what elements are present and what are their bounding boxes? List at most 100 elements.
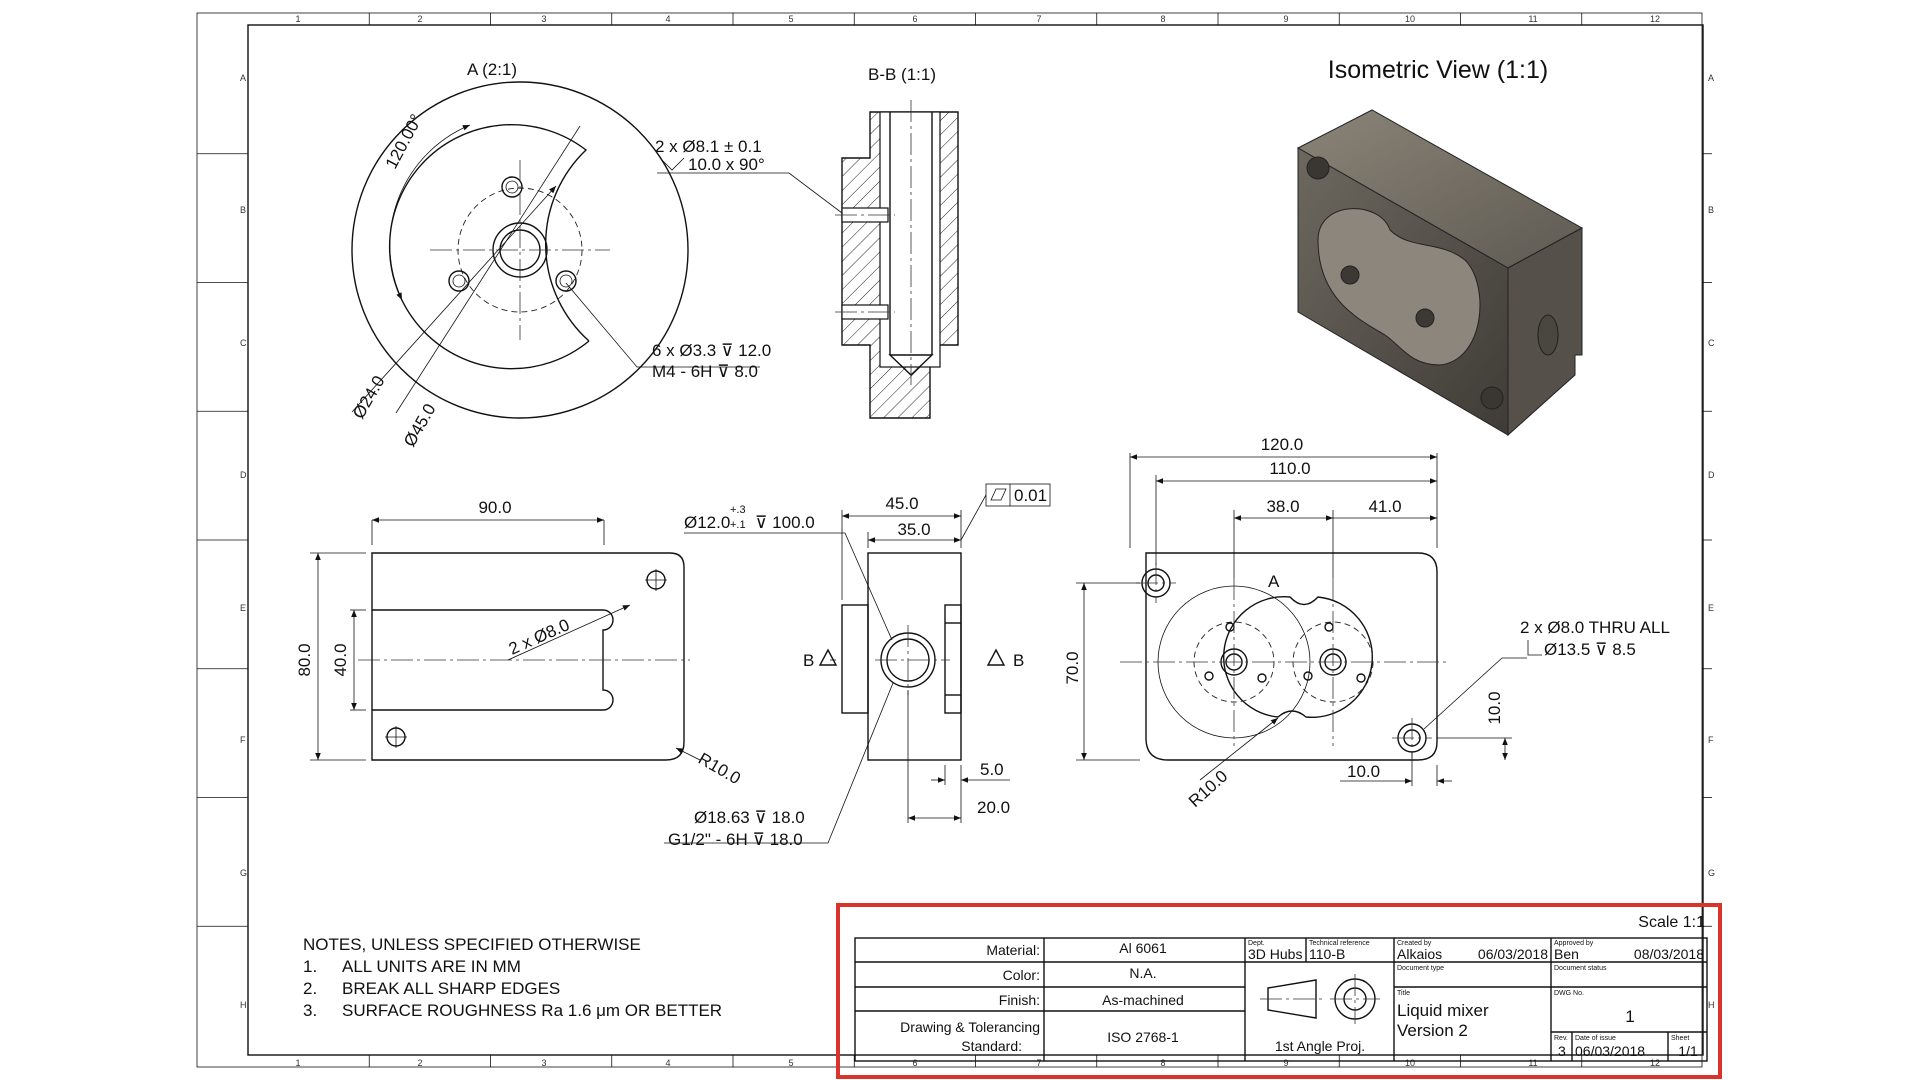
isometric-view: Isometric View (1:1) bbox=[1296, 56, 1584, 437]
side-body bbox=[867, 552, 962, 761]
col-ref-bottom-12: 12 bbox=[1650, 1058, 1660, 1068]
col-ref-bottom-3: 3 bbox=[541, 1058, 546, 1068]
top-dim-10-horizontal-label: 10.0 bbox=[1347, 762, 1380, 781]
detail-a-hole-1-tap bbox=[505, 180, 519, 194]
row-ref-right-f: F bbox=[1708, 735, 1714, 745]
dwg-label: DWG No. bbox=[1554, 990, 1584, 997]
front-slot-label: 2 x Ø8.0 bbox=[506, 615, 572, 658]
side-section-mark-left: B bbox=[803, 651, 814, 670]
col-ref-bottom-4: 4 bbox=[665, 1058, 670, 1068]
top-boss-contour bbox=[1223, 596, 1373, 718]
col-ref-top-9: 9 bbox=[1283, 14, 1288, 24]
side-width-inner-label: 35.0 bbox=[897, 520, 930, 539]
col-ref-top-8: 8 bbox=[1160, 14, 1165, 24]
section-bb-counterbore-line-2: 10.0 x 90° bbox=[688, 155, 765, 174]
created-label: Created by bbox=[1397, 940, 1432, 947]
doctype-label: Document type bbox=[1397, 965, 1444, 972]
detail-a-holes-line-2: M4 - 6H ⊽ 8.0 bbox=[652, 362, 758, 381]
col-ref-bottom-7: 7 bbox=[1036, 1058, 1041, 1068]
section-bb-title: B-B (1:1) bbox=[868, 65, 936, 84]
col-ref-bottom-2: 2 bbox=[417, 1058, 422, 1068]
side-flatness-value: 0.01 bbox=[1014, 486, 1047, 505]
top-dim-10-vertical-label: 10.0 bbox=[1485, 691, 1504, 724]
detail-a-title: A (2:1) bbox=[467, 60, 517, 79]
dept-label: Dept. bbox=[1248, 940, 1265, 947]
col-ref-top-7: 7 bbox=[1036, 14, 1041, 24]
top-detail-label: A bbox=[1268, 572, 1280, 591]
techref-label: Technical reference bbox=[1309, 940, 1370, 947]
row-ref-left-h: H bbox=[240, 1000, 247, 1010]
front-inner-height-label: 40.0 bbox=[331, 643, 350, 676]
techref-value: 110-B bbox=[1309, 946, 1345, 962]
created-date-value: 06/03/2018 bbox=[1478, 946, 1548, 962]
issue-label: Date of issue bbox=[1575, 1035, 1616, 1042]
created-by-value: Alkaios bbox=[1397, 946, 1442, 962]
finish-value: As-machined bbox=[1102, 992, 1184, 1008]
standard-value: ISO 2768-1 bbox=[1107, 1029, 1179, 1045]
scale-label: Scale 1:1 bbox=[1638, 914, 1705, 931]
row-ref-right-h: H bbox=[1708, 1000, 1715, 1010]
approved-by-value: Ben bbox=[1554, 946, 1579, 962]
front-view: 90.0 80.0 40.0 2 x Ø8.0 R10.0 bbox=[295, 498, 744, 788]
top-holes-line-1: 2 x Ø8.0 THRU ALL bbox=[1520, 618, 1670, 637]
row-ref-left-f: F bbox=[240, 735, 246, 745]
title-line-1: Liquid mixer bbox=[1397, 1001, 1489, 1020]
top-width-110-label: 110.0 bbox=[1269, 459, 1310, 478]
finish-label: Finish: bbox=[999, 992, 1040, 1008]
standard-label-line-2: Standard: bbox=[961, 1038, 1022, 1054]
side-width-outer-label: 45.0 bbox=[885, 494, 918, 513]
col-ref-top-11: 11 bbox=[1528, 14, 1537, 24]
front-radius-label: R10.0 bbox=[695, 749, 744, 788]
top-outline bbox=[1145, 552, 1438, 761]
note-1-text: ALL UNITS ARE IN MM bbox=[342, 957, 521, 976]
color-value: N.A. bbox=[1129, 965, 1156, 981]
detail-a-dia24-label: Ø24.0 bbox=[349, 372, 389, 422]
row-ref-left-c: C bbox=[240, 338, 247, 348]
detail-a-holes-line-1: 6 x Ø3.3 ⊽ 12.0 bbox=[652, 341, 771, 360]
col-ref-bottom-10: 10 bbox=[1405, 1058, 1415, 1068]
detail-a-inner-contour bbox=[388, 124, 590, 370]
first-angle-projection-icon bbox=[1260, 974, 1380, 1024]
title-line-2: Version 2 bbox=[1397, 1021, 1468, 1040]
top-view: A 120.0 110.0 38.0 41.0 70.0 2 x Ø8.0 TH… bbox=[1063, 435, 1670, 811]
docstatus-label: Document status bbox=[1554, 965, 1607, 972]
material-label: Material: bbox=[986, 942, 1040, 958]
row-ref-right-d: D bbox=[1708, 470, 1715, 480]
note-1-num: 1. bbox=[303, 957, 317, 976]
detail-view-a: A (2:1) 120.00° Ø24.0 Ø45.0 6 x Ø3.3 ⊽ 1… bbox=[349, 60, 771, 450]
sheet-value: 1/1 bbox=[1678, 1043, 1698, 1059]
top-height-70-label: 70.0 bbox=[1063, 651, 1082, 684]
note-3-text: SURFACE ROUGHNESS Ra 1.6 μm OR BETTER bbox=[342, 1001, 722, 1020]
row-ref-right-g: G bbox=[1708, 868, 1715, 878]
detail-a-dia45-label: Ø45.0 bbox=[400, 400, 440, 450]
note-2-text: BREAK ALL SHARP EDGES bbox=[342, 979, 560, 998]
notes-block: NOTES, UNLESS SPECIFIED OTHERWISE 1. ALL… bbox=[303, 935, 722, 1020]
section-view-bb: B-B (1:1) 2 x Ø8.1 ± 0.1 10.0 x 90° bbox=[655, 65, 959, 419]
col-ref-bottom-9: 9 bbox=[1283, 1058, 1288, 1068]
col-ref-top-10: 10 bbox=[1405, 14, 1415, 24]
iso-boss bbox=[1317, 208, 1481, 366]
row-ref-right-e: E bbox=[1708, 603, 1714, 613]
rev-value: 3 bbox=[1558, 1043, 1566, 1059]
row-ref-left-g: G bbox=[240, 868, 247, 878]
side-dim-5-label: 5.0 bbox=[980, 760, 1004, 779]
side-bore-tol-minus: +.1 bbox=[730, 519, 746, 531]
isometric-title: Isometric View (1:1) bbox=[1328, 56, 1548, 84]
front-height-label: 80.0 bbox=[295, 643, 314, 676]
row-ref-left-a: A bbox=[240, 73, 246, 83]
col-ref-bottom-11: 11 bbox=[1528, 1058, 1537, 1068]
front-outline bbox=[371, 552, 685, 761]
side-section-mark-right: B bbox=[1013, 651, 1024, 670]
col-ref-bottom-1: 1 bbox=[295, 1058, 300, 1068]
side-bore-depth: ⊽ 100.0 bbox=[755, 513, 815, 532]
col-ref-top-6: 6 bbox=[912, 14, 917, 24]
approved-date-value: 08/03/2018 bbox=[1634, 946, 1704, 962]
title-block-highlight bbox=[836, 903, 1722, 1079]
top-dim-38-label: 38.0 bbox=[1266, 497, 1299, 516]
col-ref-top-12: 12 bbox=[1650, 14, 1660, 24]
side-view: B B 45.0 35.0 0.01 Ø12.0 +.3 +.1 ⊽ 100.0… bbox=[664, 483, 1051, 849]
note-3-num: 3. bbox=[303, 1001, 317, 1020]
sheet-border: 1 2 3 4 5 6 7 8 9 10 11 12 1 2 3 4 5 6 7… bbox=[196, 12, 1715, 1068]
detail-a-outer-circle bbox=[351, 81, 689, 419]
